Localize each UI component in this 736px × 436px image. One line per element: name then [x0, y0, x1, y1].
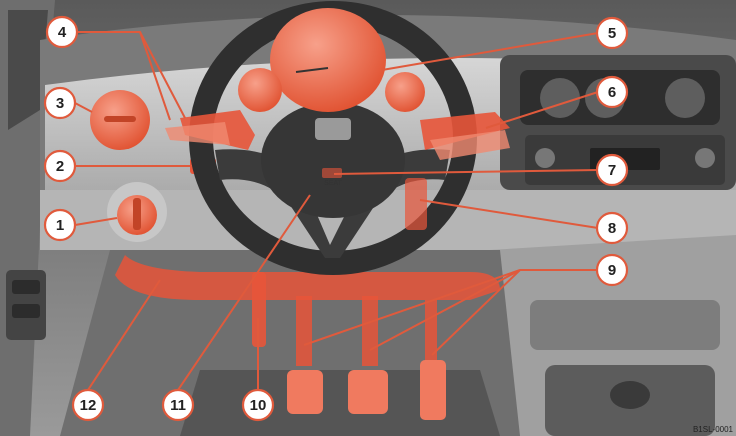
svg-text:9: 9: [608, 262, 616, 279]
reference-code: B1SL-0001: [693, 425, 734, 434]
vent-right: [665, 78, 705, 118]
callout-10: 10: [241, 388, 275, 422]
airbag-label: SEAT: [324, 180, 342, 187]
svg-text:2: 2: [56, 158, 64, 175]
svg-text:11: 11: [170, 397, 186, 414]
light-switch-grip: [133, 198, 141, 230]
seat-logo: [315, 118, 351, 140]
leader-3: [74, 102, 93, 113]
storage-tray: [530, 300, 720, 350]
leader-9c: [431, 269, 521, 356]
svg-text:5: 5: [608, 25, 616, 42]
callout-1: 1: [43, 208, 77, 242]
leader-9a: [303, 269, 521, 346]
svg-text:4: 4: [58, 24, 67, 41]
svg-text:10: 10: [250, 397, 267, 414]
clutch-pedal-arm: [296, 296, 312, 366]
wiper-lever-2: [430, 130, 510, 160]
callout-4: 4: [45, 15, 79, 49]
speedometer: [270, 8, 386, 112]
accelerator-pedal-pad: [420, 360, 446, 420]
knee-panel-highlight: [115, 255, 500, 300]
leader-4: [77, 31, 171, 121]
leader-9b: [369, 269, 521, 351]
callout-3: 3: [43, 86, 77, 120]
ignition-lock: [322, 168, 342, 178]
bonnet-release-lever: [252, 272, 266, 347]
door-window-frame: [8, 10, 48, 130]
side-air-vent-slat: [104, 116, 136, 122]
steering-column-lever: [405, 178, 427, 230]
fuel-gauge: [385, 72, 425, 112]
leader-8: [419, 199, 599, 229]
callout-12: 12: [71, 388, 105, 422]
turn-signal-lever-2: [165, 122, 230, 145]
airbag-cover: [261, 102, 405, 218]
callout-2: 2: [43, 149, 77, 183]
callout-8: 8: [595, 211, 629, 245]
speedometer-needle: [295, 67, 329, 73]
radio-knob-left: [535, 148, 555, 168]
svg-text:3: 3: [56, 95, 64, 112]
door-switch: [12, 280, 40, 294]
svg-text:12: 12: [80, 397, 97, 414]
radio-knob-right: [695, 148, 715, 168]
svg-text:7: 7: [608, 162, 616, 179]
callout-7: 7: [595, 153, 629, 187]
leader-lines: [74, 31, 599, 391]
vent-left: [540, 78, 580, 118]
instrument-cluster: [238, 8, 425, 112]
leader-11: [177, 194, 311, 391]
footwell-floor: [180, 370, 500, 436]
callout-11: 11: [161, 388, 195, 422]
callout-5: 5: [595, 16, 629, 50]
svg-text:1: 1: [56, 217, 64, 234]
leader-4b: [139, 31, 186, 119]
callout-6: 6: [595, 75, 629, 109]
callout-9: 9: [595, 253, 629, 287]
gear-knob: [610, 381, 650, 409]
brake-pedal-pad: [348, 370, 388, 414]
tachometer: [238, 68, 282, 112]
door-switch-2: [12, 304, 40, 318]
svg-text:8: 8: [608, 220, 616, 237]
clutch-pedal-pad: [287, 370, 323, 414]
svg-text:6: 6: [608, 84, 616, 101]
leader-7: [333, 169, 599, 175]
leader-1: [74, 217, 118, 226]
leader-5: [381, 32, 599, 71]
leader-6: [485, 91, 599, 129]
leader-12: [87, 279, 161, 391]
brake-pedal-arm: [362, 296, 378, 366]
